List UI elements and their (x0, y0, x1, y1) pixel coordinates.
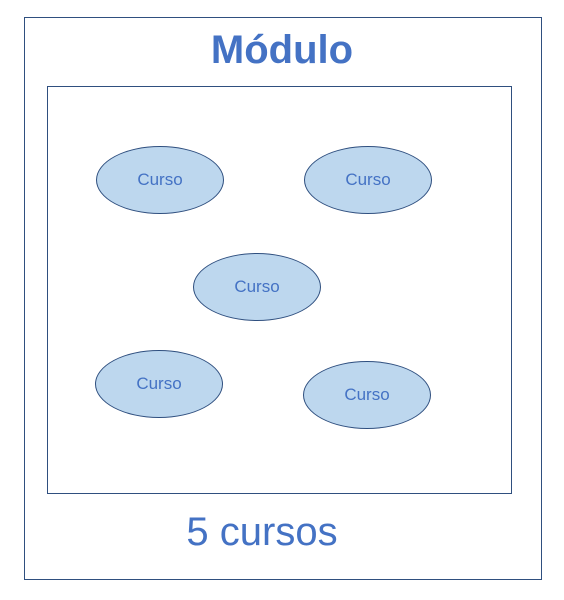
course-ellipse: Curso (96, 146, 224, 214)
course-label: Curso (344, 385, 390, 404)
course-ellipse: Curso (95, 350, 223, 418)
course-count-label: 5 cursos (186, 510, 338, 554)
courses-container (47, 86, 512, 494)
course-label: Curso (136, 374, 182, 393)
module-title: Módulo (210, 28, 354, 72)
course-label: Curso (345, 170, 391, 189)
course-ellipse: Curso (193, 253, 321, 321)
course-ellipse: Curso (304, 146, 432, 214)
course-label: Curso (234, 277, 280, 296)
course-ellipse: Curso (303, 361, 431, 429)
module-outer-frame (24, 17, 542, 580)
course-label: Curso (137, 170, 183, 189)
